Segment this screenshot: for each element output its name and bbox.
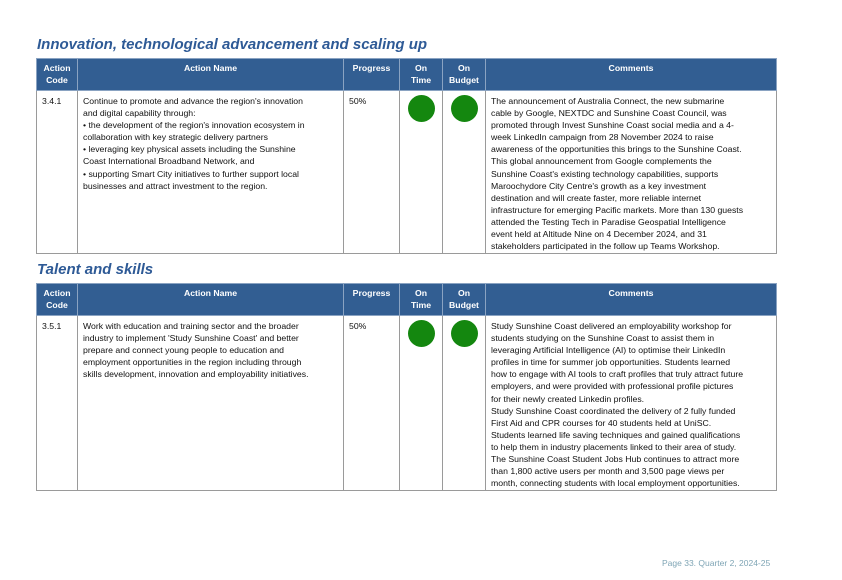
table-row: 3.4.1 Continue to promote and advance th…	[36, 90, 777, 254]
progress-cell: 50%	[343, 90, 400, 254]
comments-cell: The announcement of Australia Connect, t…	[485, 90, 777, 254]
table-row: 3.5.1 Work with education and training s…	[36, 315, 777, 491]
comments-cell: Study Sunshine Coast delivered an employ…	[485, 315, 777, 491]
action-code-cell: 3.5.1	[36, 315, 78, 491]
section-title-talent: Talent and skills	[37, 261, 154, 278]
action-name-cell: Continue to promote and advance the regi…	[77, 90, 344, 254]
header-comments: Comments	[485, 283, 777, 316]
on-time-cell	[399, 315, 443, 491]
section-title-innovation: Innovation, technological advancement an…	[37, 36, 428, 53]
page-footer: Page 33. Quarter 2, 2024-25	[662, 558, 771, 568]
progress-cell: 50%	[343, 315, 400, 491]
on-time-status-icon	[407, 320, 435, 347]
on-budget-status-icon	[450, 320, 478, 347]
header-action-name: Action Name	[77, 283, 344, 316]
action-code-cell: 3.4.1	[36, 90, 78, 254]
on-budget-cell	[442, 315, 486, 491]
on-budget-status-icon	[450, 95, 478, 122]
on-time-cell	[399, 90, 443, 254]
on-budget-cell	[442, 90, 486, 254]
header-action-name: Action Name	[77, 58, 344, 91]
action-name-cell: Work with education and training sector …	[77, 315, 344, 491]
header-progress: Progress	[343, 58, 400, 91]
on-time-status-icon	[407, 95, 435, 122]
header-progress: Progress	[343, 283, 400, 316]
header-comments: Comments	[485, 58, 777, 91]
